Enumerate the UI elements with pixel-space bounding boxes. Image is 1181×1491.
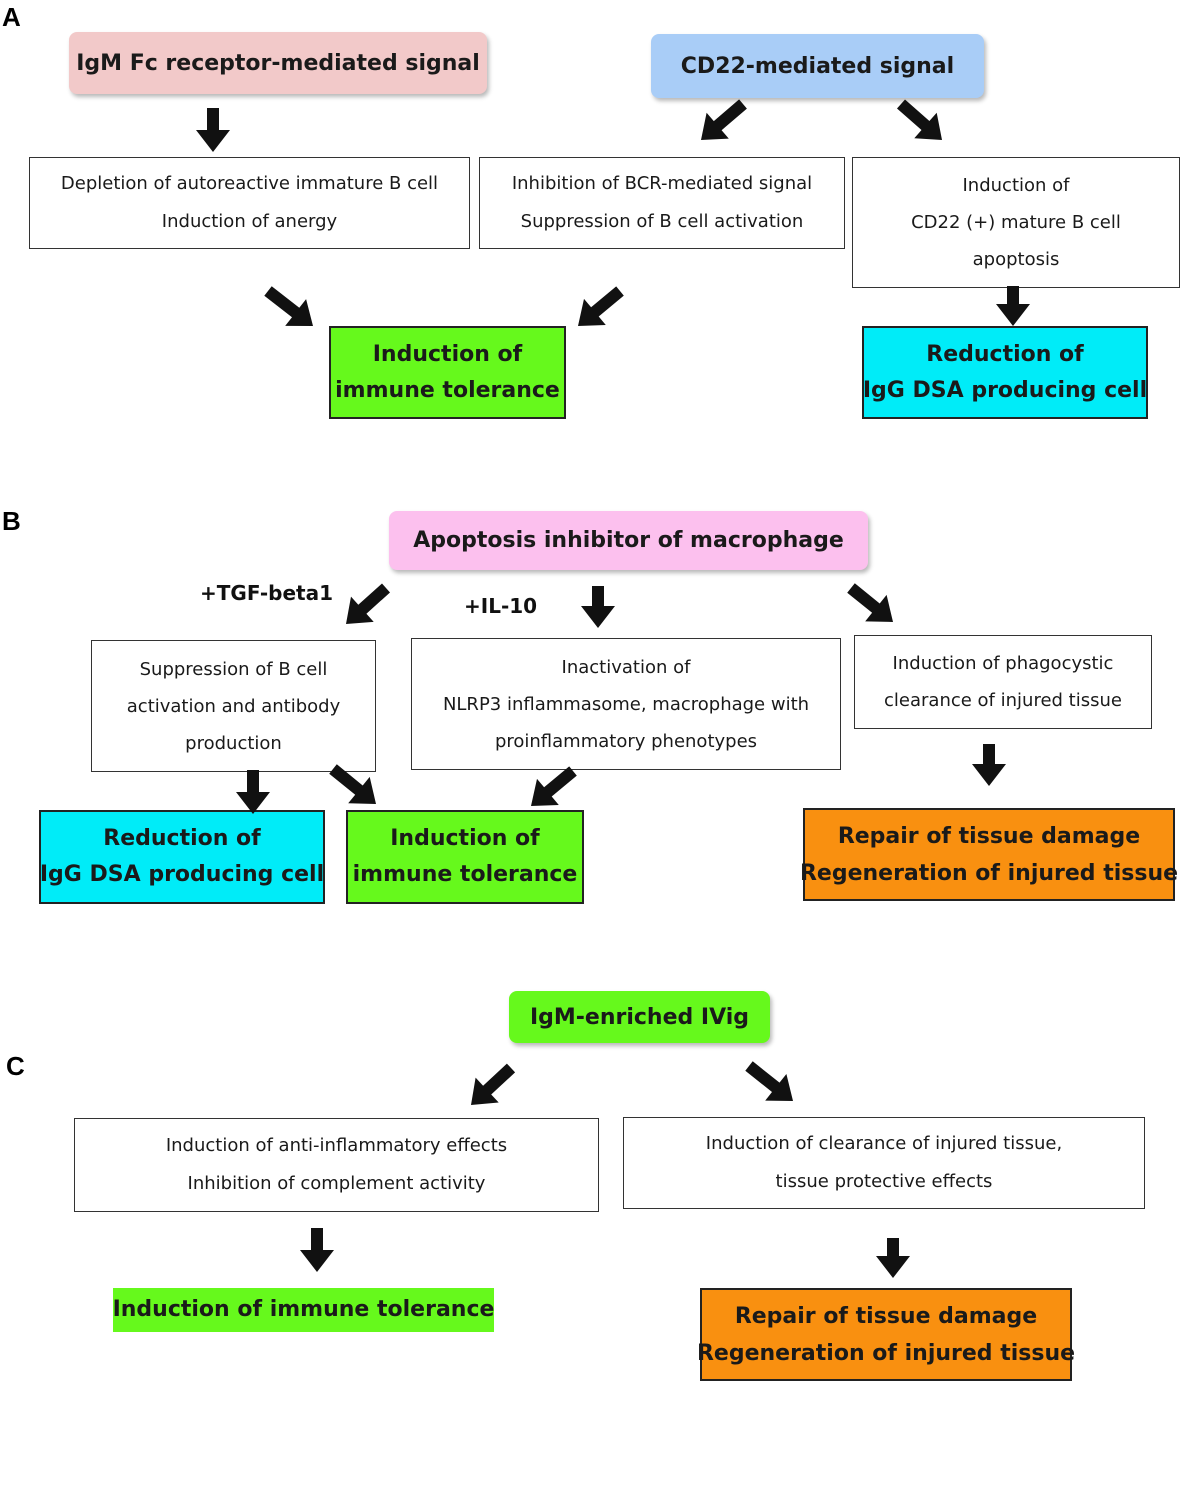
flow-arrow bbox=[581, 586, 615, 628]
effect-line: proinflammatory phenotypes bbox=[494, 730, 758, 752]
effect-line: production bbox=[185, 732, 282, 754]
outcome-line: immune tolerance bbox=[352, 862, 578, 887]
igg-dsa-reduction-box-a: Reduction of IgG DSA producing cell bbox=[862, 326, 1148, 419]
immune-tolerance-box-a: Induction of immune tolerance bbox=[329, 326, 566, 419]
aim-source-box: Apoptosis inhibitor of macrophage bbox=[389, 511, 868, 570]
effect-line: Induction of anti-inflammatory effects bbox=[165, 1135, 508, 1156]
effect-line: Suppression of B cell activation bbox=[520, 211, 804, 232]
outcome-line: Reduction of bbox=[926, 341, 1084, 367]
igm-fc-receptor-signal-label: IgM Fc receptor-mediated signal bbox=[76, 50, 480, 76]
effect-line: Inhibition of complement activity bbox=[187, 1173, 486, 1194]
effect-line: Induction of phagocystic bbox=[892, 653, 1114, 674]
outcome-line: Regeneration of injured tissue bbox=[696, 1340, 1076, 1366]
flow-arrow bbox=[300, 1228, 334, 1272]
effect-line: CD22 (+) mature B cell bbox=[911, 212, 1121, 233]
effect-line: Inactivation of bbox=[561, 656, 691, 678]
flow-arrow bbox=[264, 286, 313, 326]
phagocytic-clearance-box: Induction of phagocystic clearance of in… bbox=[854, 635, 1152, 729]
nlrp3-inactivation-box: Inactivation of NLRP3 inflammasome, macr… bbox=[411, 638, 841, 770]
effect-line: NLRP3 inflammasome, macrophage with bbox=[442, 693, 810, 715]
outcome-line: Induction of immune tolerance bbox=[112, 1297, 495, 1322]
outcome-line: Induction of bbox=[390, 826, 540, 851]
flow-arrow bbox=[471, 1063, 516, 1105]
flow-arrow bbox=[701, 99, 747, 140]
flow-arrow bbox=[329, 764, 376, 804]
effect-line: activation and antibody bbox=[126, 695, 341, 717]
cd22-apoptosis-box: Induction of CD22 (+) mature B cell apop… bbox=[852, 157, 1180, 288]
bcr-inhibition-box: Inhibition of BCR-mediated signal Suppre… bbox=[479, 157, 845, 249]
tissue-repair-box-b: Repair of tissue damage Regeneration of … bbox=[799, 808, 1179, 901]
anti-inflammatory-box: Induction of anti-inflammatory effects I… bbox=[74, 1118, 599, 1212]
outcome-line: immune tolerance bbox=[335, 377, 560, 403]
effect-line: Induction of bbox=[962, 175, 1070, 196]
flow-arrow bbox=[996, 286, 1030, 326]
cd22-signal-box: CD22-mediated signal bbox=[651, 34, 984, 98]
depletion-anergy-box: Depletion of autoreactive immature B cel… bbox=[29, 157, 470, 249]
il10-condition: +IL-10 bbox=[464, 594, 538, 618]
flow-arrow bbox=[897, 99, 942, 140]
effect-line: Induction of anergy bbox=[161, 211, 338, 232]
flow-arrow bbox=[236, 770, 270, 814]
flow-arrow bbox=[847, 583, 893, 622]
aim-source-label: Apoptosis inhibitor of macrophage bbox=[413, 528, 844, 553]
tgf-beta1-condition: +TGF-beta1 bbox=[200, 581, 334, 605]
panel-label-b: B bbox=[2, 506, 21, 536]
tissue-repair-box-c: Repair of tissue damage Regeneration of … bbox=[696, 1288, 1076, 1381]
outcome-line: IgG DSA producing cell bbox=[39, 862, 325, 887]
igm-ivig-source-box: IgM-enriched IVig bbox=[509, 991, 770, 1043]
effect-line: Inhibition of BCR-mediated signal bbox=[511, 173, 813, 194]
cd22-signal-label: CD22-mediated signal bbox=[680, 53, 955, 79]
flow-arrow bbox=[578, 286, 624, 326]
effect-line: apoptosis bbox=[972, 249, 1060, 270]
flow-arrow bbox=[196, 108, 230, 152]
effect-line: clearance of injured tissue bbox=[884, 690, 1122, 711]
outcome-line: Repair of tissue damage bbox=[734, 1303, 1038, 1329]
panel-label-c: C bbox=[6, 1051, 25, 1081]
igm-ivig-source-label: IgM-enriched IVig bbox=[529, 1004, 750, 1030]
igg-dsa-reduction-box-b: Reduction of IgG DSA producing cell bbox=[39, 810, 325, 904]
outcome-line: Repair of tissue damage bbox=[837, 823, 1141, 849]
outcome-line: Regeneration of injured tissue bbox=[799, 860, 1179, 886]
outcome-line: Reduction of bbox=[103, 826, 261, 851]
b-cell-suppression-box: Suppression of B cell activation and ant… bbox=[91, 640, 376, 772]
outcome-line: IgG DSA producing cell bbox=[862, 377, 1148, 403]
igm-fc-receptor-signal-box: IgM Fc receptor-mediated signal bbox=[69, 32, 487, 94]
flow-arrow bbox=[876, 1238, 910, 1278]
effect-line: Induction of clearance of injured tissue… bbox=[705, 1133, 1063, 1154]
immune-tolerance-box-c: Induction of immune tolerance bbox=[113, 1288, 494, 1332]
flow-arrow bbox=[972, 744, 1006, 786]
effect-line: Suppression of B cell bbox=[139, 658, 328, 680]
immune-tolerance-box-b: Induction of immune tolerance bbox=[346, 810, 584, 904]
tissue-clearance-box: Induction of clearance of injured tissue… bbox=[623, 1117, 1145, 1209]
flow-arrow bbox=[346, 583, 390, 624]
panel-label-a: A bbox=[2, 2, 21, 32]
effect-line: Depletion of autoreactive immature B cel… bbox=[60, 173, 439, 194]
flow-arrow bbox=[745, 1061, 793, 1101]
outcome-line: Induction of bbox=[372, 341, 523, 367]
flow-arrow bbox=[531, 766, 577, 806]
effect-line: tissue protective effects bbox=[775, 1171, 993, 1192]
